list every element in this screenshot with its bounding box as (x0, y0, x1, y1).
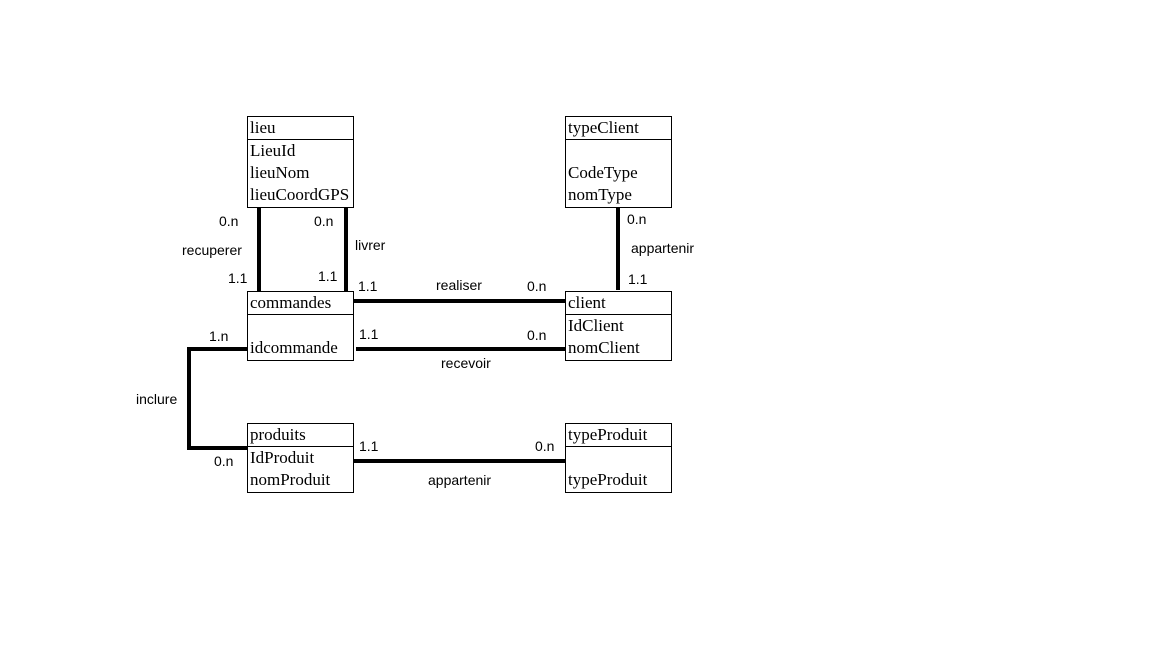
recevoir-label: recevoir (441, 355, 491, 371)
entity-commandes-attributes: idcommande (248, 315, 353, 359)
entity-produits-title: produits (248, 424, 353, 447)
attribute: CodeType (568, 163, 638, 182)
attribute: idcommande (250, 338, 338, 357)
entity-typeclient-title: typeClient (566, 117, 671, 140)
entity-lieu-attributes: LieuId lieuNom lieuCoordGPS (248, 140, 353, 206)
appartenir-produit-card-left: 1.1 (359, 438, 379, 454)
attribute: lieuNom (250, 163, 310, 182)
recuperer-card-top: 0.n (219, 213, 239, 229)
realiser-card-right: 0.n (527, 278, 547, 294)
recevoir-card-right: 0.n (527, 327, 547, 343)
inclure-card-bottom: 0.n (214, 453, 234, 469)
attribute (568, 447, 671, 469)
entity-produits[interactable]: produits IdProduit nomProduit (247, 423, 354, 493)
entity-typeclient-attributes: CodeType nomType (566, 140, 671, 206)
appartenir-client-card-top: 0.n (627, 211, 647, 227)
appartenir-client-card-bottom: 1.1 (628, 271, 648, 287)
attribute (250, 315, 353, 337)
appartenir-produit-card-right: 0.n (535, 438, 555, 454)
entity-lieu-title: lieu (248, 117, 353, 140)
attribute: typeProduit (568, 470, 648, 489)
recuperer-label: recuperer (182, 242, 242, 258)
entity-produits-attributes: IdProduit nomProduit (248, 447, 353, 491)
attribute: LieuId (250, 141, 296, 160)
attribute: nomClient (568, 338, 640, 357)
attribute: nomProduit (250, 470, 331, 489)
livrer-card-bottom: 1.1 (318, 268, 338, 284)
attribute (568, 140, 671, 162)
attribute: IdProduit (250, 448, 315, 467)
entity-client-title: client (566, 292, 671, 315)
entity-client-attributes: IdClient nomClient (566, 315, 671, 359)
realiser-label: realiser (436, 277, 482, 293)
attribute: IdClient (568, 316, 624, 335)
livrer-label: livrer (355, 237, 386, 253)
livrer-card-top: 0.n (314, 213, 334, 229)
realiser-card-left: 1.1 (358, 278, 378, 294)
entity-typeproduit-title: typeProduit (566, 424, 671, 447)
entity-typeproduit[interactable]: typeProduit typeProduit (565, 423, 672, 493)
entity-commandes-title: commandes (248, 292, 353, 315)
attribute: nomType (568, 185, 632, 204)
entity-lieu[interactable]: lieu LieuId lieuNom lieuCoordGPS (247, 116, 354, 208)
recevoir-card-left: 1.1 (359, 326, 379, 342)
inclure-card-top: 1.n (209, 328, 229, 344)
entity-client[interactable]: client IdClient nomClient (565, 291, 672, 361)
inclure-line (187, 347, 248, 450)
inclure-label: inclure (136, 391, 178, 407)
recuperer-card-bottom: 1.1 (228, 270, 248, 286)
entity-typeclient[interactable]: typeClient CodeType nomType (565, 116, 672, 208)
entity-commandes[interactable]: commandes idcommande (247, 291, 354, 361)
appartenir-client-label: appartenir (631, 240, 695, 256)
entity-typeproduit-attributes: typeProduit (566, 447, 671, 491)
attribute: lieuCoordGPS (250, 185, 350, 204)
appartenir-produit-label: appartenir (428, 472, 492, 488)
